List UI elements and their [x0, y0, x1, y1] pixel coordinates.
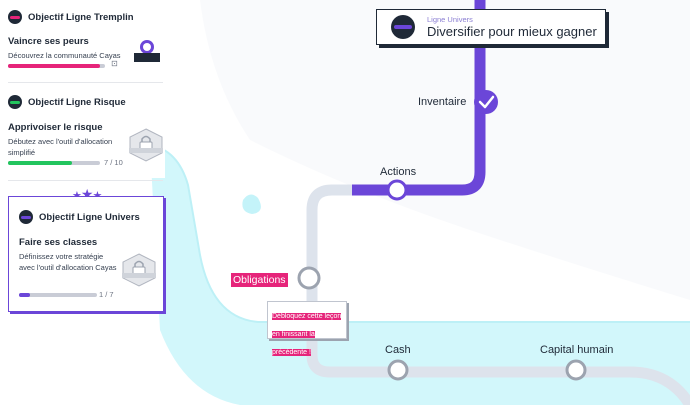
univers-line-icon: [19, 210, 33, 224]
lock-icon: [128, 128, 164, 162]
line-kicker: Ligne Univers: [427, 15, 473, 24]
attachment-icon: ⊡: [111, 59, 118, 68]
lesson-title: Vaincre ses peurs: [8, 36, 89, 47]
objective-title: Objectif Ligne Risque: [28, 96, 126, 108]
lesson-title: Faire ses classes: [19, 237, 98, 248]
divider: [8, 82, 163, 83]
myth-badge-icon: [132, 38, 162, 64]
station-label-obligations[interactable]: Obligations: [231, 273, 288, 287]
station-label-capital-humain[interactable]: Capital humain: [540, 344, 614, 356]
station-label-actions[interactable]: Actions: [380, 166, 417, 178]
line-headline: Diversifier pour mieux gagner: [427, 24, 597, 39]
cyan-zone: [150, 145, 690, 405]
lock-icon: [121, 253, 157, 287]
grey-line: [306, 184, 690, 405]
progress-bar: [19, 293, 97, 297]
divider: [8, 180, 163, 181]
droplet-shape: [242, 194, 261, 214]
station-label-cash[interactable]: Cash: [385, 344, 411, 356]
objective-card-risque[interactable]: Objectif Ligne Risque Apprivoiser le ris…: [0, 88, 165, 178]
station-obligations: [297, 266, 321, 290]
objective-card-tremplin[interactable]: Objectif Ligne Tremplin Vaincre ses peur…: [0, 0, 165, 82]
progress-bar: [8, 64, 105, 68]
progress-bar: [8, 161, 100, 165]
station-inventaire: [474, 90, 498, 114]
objective-card-univers[interactable]: Objectif Ligne Univers Faire ses classes…: [8, 196, 164, 312]
locked-lesson-tooltip: Débloquez cette leçon en finissant la pr…: [267, 301, 347, 356]
risque-line-icon: [8, 95, 22, 109]
station-cash: [387, 359, 409, 381]
progress-count: 7 / 10: [104, 158, 123, 167]
lesson-description: Découvrez la communauté Cayas: [8, 51, 121, 60]
univers-line: [352, 0, 486, 196]
tremplin-line-icon: [8, 10, 22, 24]
line-header-card[interactable]: Ligne Univers Diversifier pour mieux gag…: [376, 9, 606, 45]
station-label-inventaire[interactable]: Inventaire: [418, 96, 467, 108]
station-actions: [386, 179, 408, 201]
objective-title: Objectif Ligne Tremplin: [28, 11, 134, 23]
objective-title: Objectif Ligne Univers: [39, 211, 140, 223]
lesson-title: Apprivoiser le risque: [8, 122, 103, 133]
station-capital-humain: [565, 359, 587, 381]
progress-count: 1 / 7: [99, 290, 114, 299]
lesson-description: Définissez votre stratégie avec l'outil …: [19, 252, 117, 272]
univers-line-icon: [391, 15, 415, 39]
lesson-description: Débutez avec l'outil d'allocation simpli…: [8, 137, 113, 157]
